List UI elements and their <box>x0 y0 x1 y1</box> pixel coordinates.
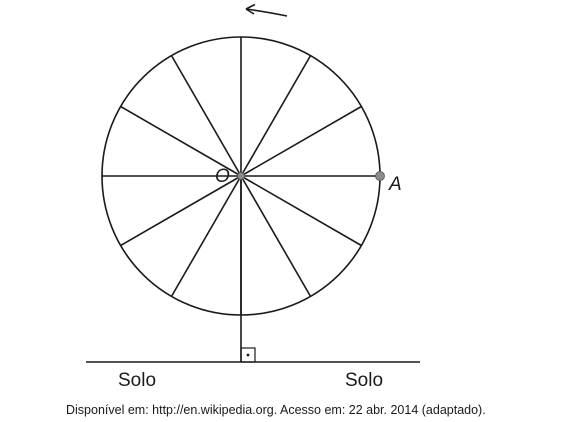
counterclockwise-arrow-icon <box>245 3 288 17</box>
point-a <box>375 171 385 181</box>
center-label: O <box>215 166 230 187</box>
wheel-spoke <box>240 105 362 177</box>
point-a-label: A <box>388 174 402 195</box>
wheel-spoke <box>240 175 312 297</box>
right-angle-dot <box>246 353 250 357</box>
wheel-spoke <box>120 105 242 177</box>
wheel-spoke <box>170 55 242 177</box>
ground-label-right: Solo <box>345 370 383 391</box>
right-angle-marker <box>240 347 256 363</box>
ground-label-left: Solo <box>118 370 156 391</box>
wheel-spoke <box>120 175 242 247</box>
wheel-spoke <box>240 175 362 247</box>
center-point <box>237 172 245 180</box>
source-caption: Disponível em: http://en.wikipedia.org. … <box>66 403 486 417</box>
wheel-spoke <box>170 175 242 297</box>
wheel-spoke <box>240 55 312 177</box>
